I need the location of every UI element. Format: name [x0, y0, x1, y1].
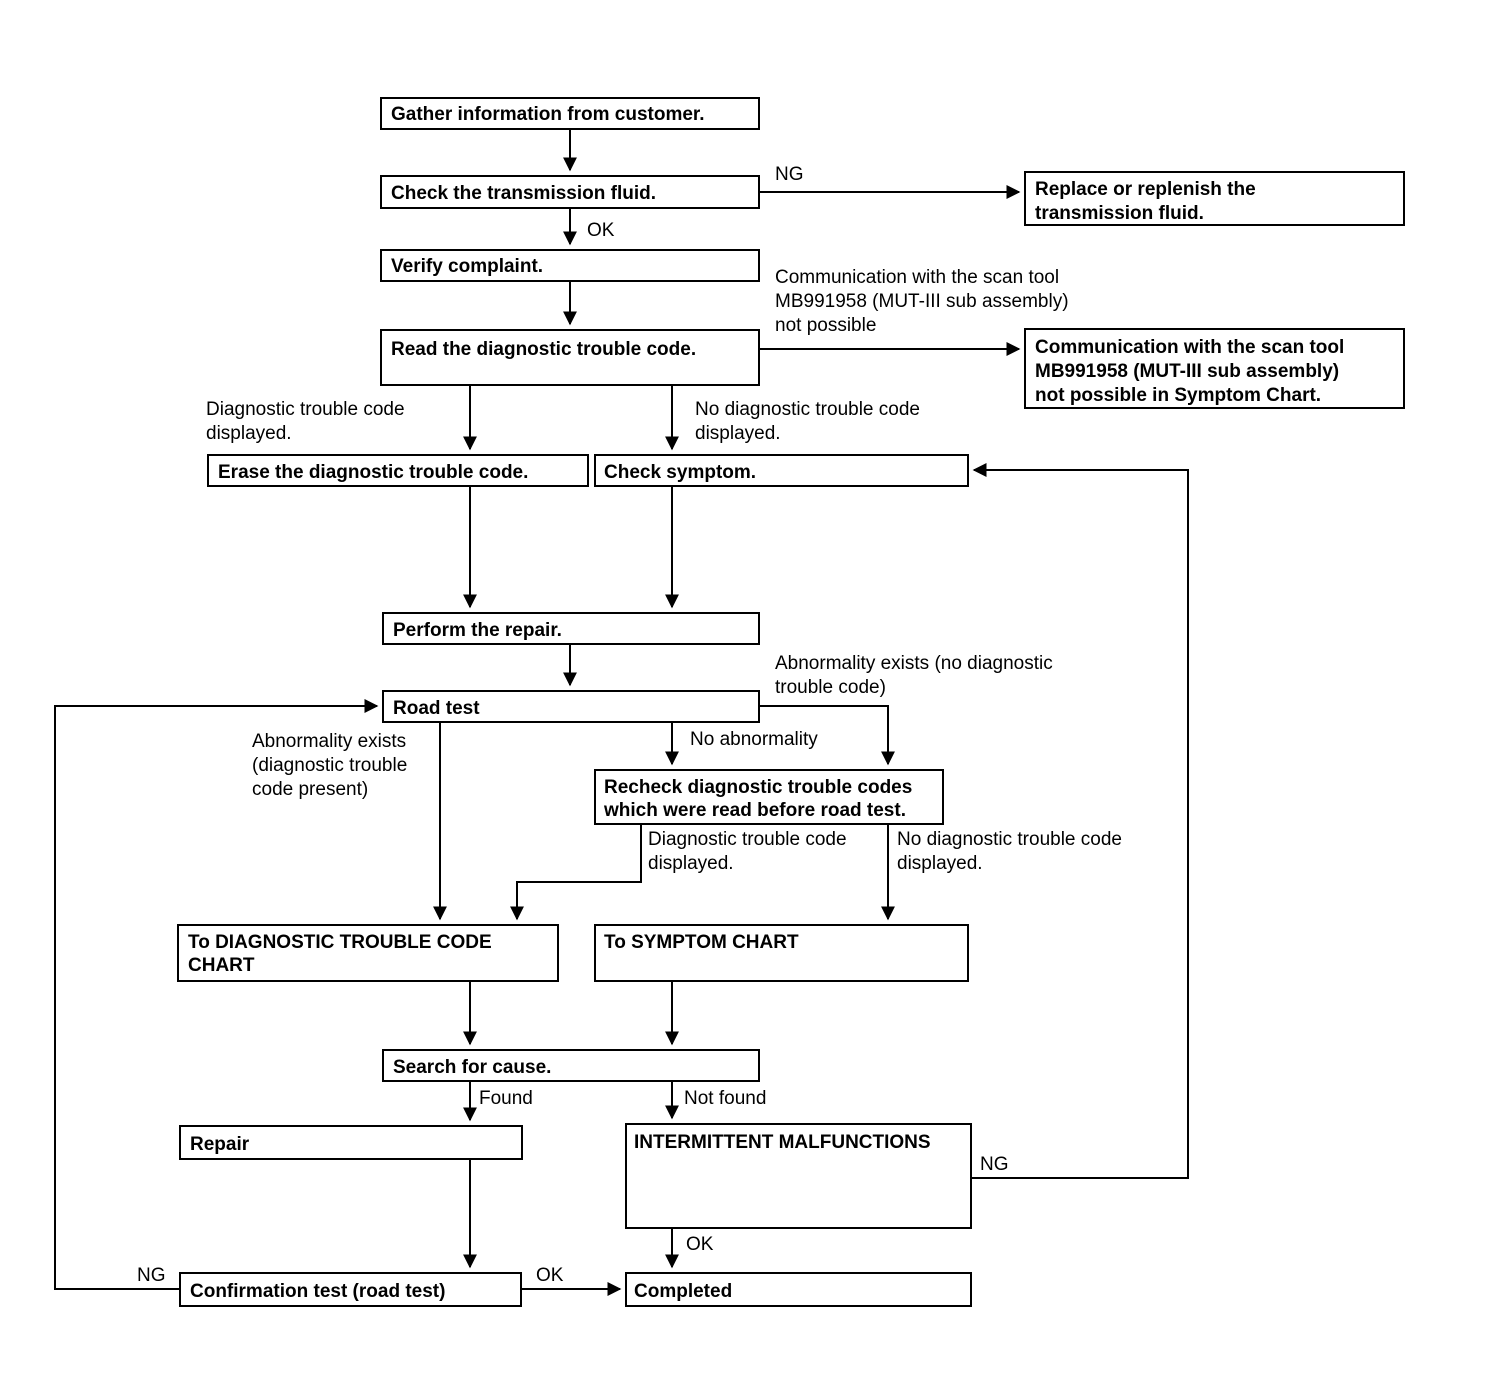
- node-perform-the-repair-label: Perform the repair.: [393, 620, 562, 641]
- edge-label-abnormality-nodtc-line2: trouble code): [775, 677, 886, 698]
- node-intermittent-malfunctions-label: INTERMITTENT MALFUNCTIONS: [634, 1132, 931, 1153]
- node-recheck-line2: which were read before road test.: [603, 800, 906, 821]
- node-read-diagnostic-trouble-code-label: Read the diagnostic trouble code.: [391, 339, 696, 360]
- edge-label-abnormality-nodtc-line1: Abnormality exists (no diagnostic: [775, 653, 1053, 674]
- edge-label-ng-intermittent: NG: [980, 1154, 1009, 1175]
- edge-label-abnormality-dtc-line1: Abnormality exists: [252, 731, 406, 752]
- edge-label-ng-confirm: NG: [137, 1265, 166, 1286]
- edge-label-ng-fluid: NG: [775, 164, 804, 185]
- node-replace-transmission-fluid-label-line1: Replace or replenish the: [1035, 179, 1256, 200]
- node-confirmation-test-label: Confirmation test (road test): [190, 1281, 445, 1302]
- edge-label-dtc-displayed-line2: displayed.: [206, 423, 292, 444]
- edge-label-comm-note-line1: Communication with the scan tool: [775, 267, 1059, 288]
- edge-road-test-abnormality-no-dtc: [759, 705, 895, 766]
- node-erase-diagnostic-trouble-code[interactable]: [207, 454, 589, 487]
- node-to-symptom-chart-label: To SYMPTOM CHART: [604, 932, 799, 953]
- edge-label-dtc-displayed-line1: Diagnostic trouble code: [206, 399, 405, 420]
- node-verify-complaint[interactable]: [380, 249, 760, 282]
- node-completed[interactable]: [625, 1272, 972, 1307]
- edge-label-comm-note-line2: MB991958 (MUT-III sub assembly): [775, 291, 1069, 312]
- edge-label-recheck-no-dtc-line1: No diagnostic trouble code: [897, 829, 1122, 850]
- node-road-test[interactable]: [382, 690, 760, 723]
- node-to-diagnostic-trouble-code-chart[interactable]: [177, 924, 559, 982]
- node-check-symptom-label: Check symptom.: [604, 462, 756, 483]
- node-to-symptom-chart[interactable]: [594, 924, 969, 982]
- node-road-test-label: Road test: [393, 698, 480, 719]
- node-search-for-cause-label: Search for cause.: [393, 1057, 551, 1078]
- edge-label-found: Found: [479, 1088, 533, 1109]
- node-communication-not-possible-line3: not possible in Symptom Chart.: [1035, 385, 1321, 406]
- edge-label-ok-intermittent: OK: [686, 1234, 714, 1255]
- edge-label-no-dtc-displayed-line1: No diagnostic trouble code: [695, 399, 920, 420]
- node-intermittent-malfunctions[interactable]: [625, 1123, 972, 1229]
- node-verify-complaint-label: Verify complaint.: [391, 256, 543, 277]
- node-recheck-line1: Recheck diagnostic trouble codes: [604, 777, 912, 798]
- edge-label-ok-fluid: OK: [587, 220, 615, 241]
- node-recheck-diagnostic-trouble-codes[interactable]: [594, 769, 944, 825]
- node-communication-not-possible[interactable]: [1024, 328, 1405, 409]
- edge-recheck-dtc-displayed-to-dtc-chart: [510, 824, 642, 921]
- node-read-diagnostic-trouble-code[interactable]: [380, 329, 760, 386]
- edge-label-ok-confirm: OK: [536, 1265, 564, 1286]
- node-erase-diagnostic-trouble-code-label: Erase the diagnostic trouble code.: [218, 462, 528, 483]
- node-replace-transmission-fluid-label-line2: transmission fluid.: [1035, 203, 1204, 224]
- node-communication-not-possible-line1: Communication with the scan tool: [1035, 337, 1344, 358]
- edge-label-comm-note-line3: not possible: [775, 315, 876, 336]
- node-to-dtc-chart-line2: CHART: [188, 955, 255, 976]
- node-check-symptom[interactable]: [594, 454, 969, 487]
- node-gather-information[interactable]: [380, 97, 760, 130]
- edge-label-recheck-no-dtc-line2: displayed.: [897, 853, 983, 874]
- edge-confirmation-test-ng-to-road-test: [54, 699, 379, 1290]
- edge-label-abnormality-dtc-line2: (diagnostic trouble: [252, 755, 407, 776]
- node-check-transmission-fluid-label: Check the transmission fluid.: [391, 183, 656, 204]
- node-repair[interactable]: [179, 1125, 523, 1160]
- node-to-dtc-chart-line1: To DIAGNOSTIC TROUBLE CODE: [188, 932, 492, 953]
- node-communication-not-possible-line2: MB991958 (MUT-III sub assembly): [1035, 361, 1339, 382]
- node-search-for-cause[interactable]: [382, 1049, 760, 1082]
- node-repair-label: Repair: [190, 1134, 250, 1155]
- edge-label-no-abnormality: No abnormality: [690, 729, 818, 750]
- edge-label-recheck-dtc-displayed-line1: Diagnostic trouble code: [648, 829, 847, 850]
- node-completed-label: Completed: [634, 1281, 732, 1302]
- edge-label-recheck-dtc-displayed-line2: displayed.: [648, 853, 734, 874]
- edge-intermittent-ng-to-check-symptom: [971, 463, 1189, 1179]
- edge-label-not-found: Not found: [684, 1088, 766, 1109]
- node-replace-transmission-fluid[interactable]: [1024, 171, 1405, 226]
- node-gather-information-label: Gather information from customer.: [391, 104, 705, 125]
- edge-label-abnormality-dtc-line3: code present): [252, 779, 368, 800]
- edge-label-no-dtc-displayed-line2: displayed.: [695, 423, 781, 444]
